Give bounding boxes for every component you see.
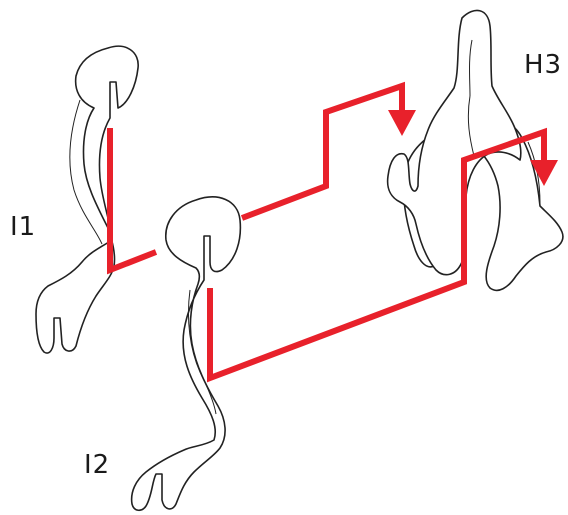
label-h3: H3: [524, 50, 563, 80]
label-i2: I2: [84, 450, 111, 480]
i1-to-h3-connector: [107, 81, 416, 275]
arrowhead-h3-front: [388, 110, 416, 136]
piece-i2: [130, 196, 242, 512]
i2-to-h3-connector: [207, 127, 558, 383]
piece-i1: [35, 45, 139, 354]
piece-h3-front: [386, 9, 522, 276]
arrowhead-h3-back: [530, 160, 558, 186]
label-i1: I1: [10, 212, 37, 242]
